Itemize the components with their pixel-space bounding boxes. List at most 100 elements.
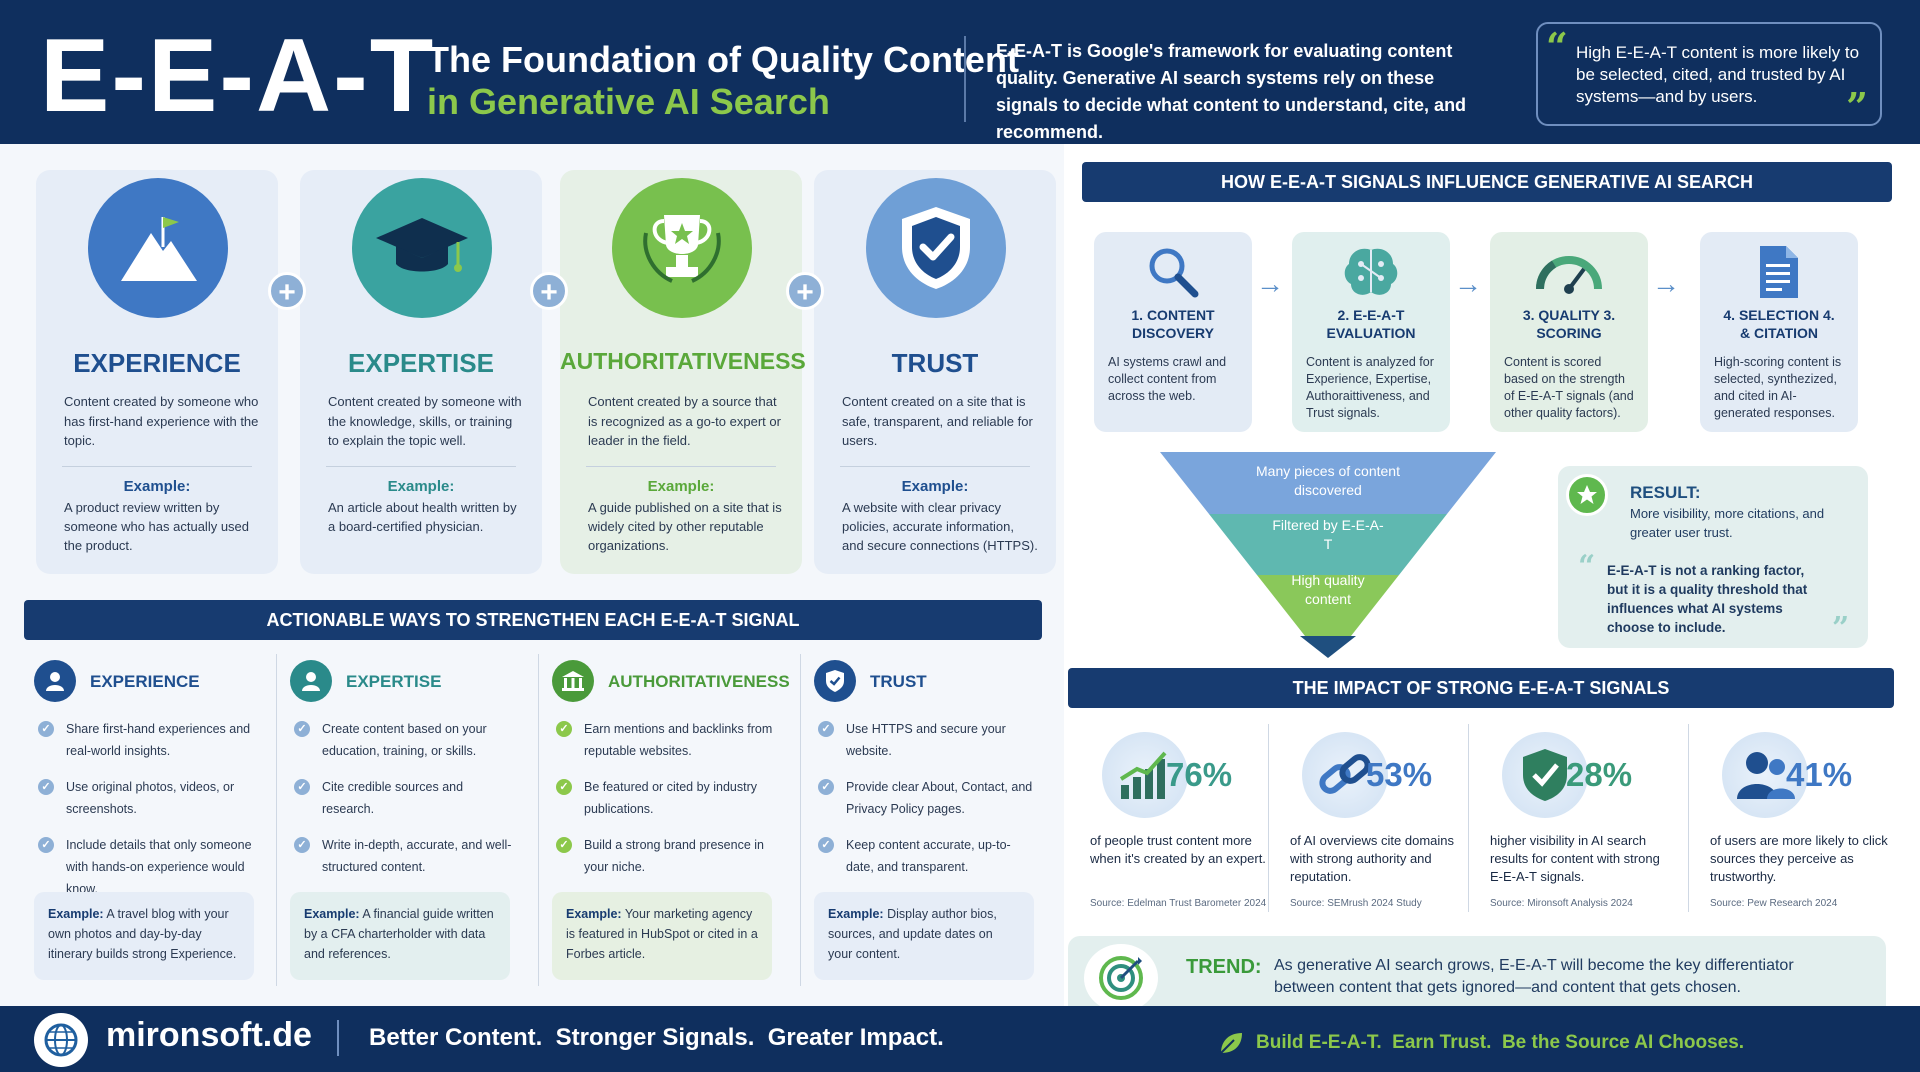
pillar-title: TRUST bbox=[891, 348, 979, 378]
actionable-item: ✓Provide clear About, Contact, and Priva… bbox=[818, 776, 1038, 820]
arrow-right-icon: → bbox=[1256, 268, 1284, 299]
how-step-title: 2. E-E-A-T EVALUATION bbox=[1326, 307, 1416, 341]
actionable-banner: ACTIONABLE WAYS TO STRENGTHEN EACH E-E-A… bbox=[24, 600, 1042, 640]
stat-percentage: 53% bbox=[1366, 756, 1433, 793]
check-icon: ✓ bbox=[556, 837, 572, 853]
result-label: RESULT: bbox=[1630, 483, 1701, 502]
how-step-card bbox=[1094, 232, 1252, 432]
check-icon: ✓ bbox=[556, 779, 572, 795]
check-icon: ✓ bbox=[294, 837, 310, 853]
how-step-title: 1. CONTENT DISCOVERY bbox=[1131, 307, 1215, 341]
actionable-item-text: Use original photos, videos, or screensh… bbox=[66, 780, 235, 816]
stat-percentage: 28% bbox=[1566, 756, 1633, 793]
brain-icon bbox=[1336, 240, 1406, 304]
stat-percentage: 41% bbox=[1786, 756, 1853, 793]
actionable-example-box: Example: Display author bios, sources, a… bbox=[814, 892, 1034, 980]
stat-source: Source: SEMrush 2024 Study bbox=[1290, 898, 1422, 909]
footer-right bbox=[1064, 1006, 1920, 1072]
funnel-diagram bbox=[1160, 452, 1496, 658]
user-icon bbox=[34, 660, 76, 702]
stat-source: Source: Pew Research 2024 bbox=[1710, 898, 1838, 909]
arrow-right-icon: → bbox=[1652, 268, 1680, 299]
how-step-description: Content is scored based on the strength … bbox=[1504, 355, 1634, 420]
actionable-item-text: Include details that only someone with h… bbox=[66, 838, 252, 896]
actionable-item: ✓Use original photos, videos, or screens… bbox=[38, 776, 258, 820]
link-icon bbox=[1302, 732, 1388, 818]
header-divider bbox=[964, 36, 966, 122]
pillar-divider bbox=[326, 466, 516, 467]
how-step-title: 4. SELECTION 4. & CITATION bbox=[1723, 307, 1835, 341]
brand-name[interactable]: mironsoft.de bbox=[106, 1016, 312, 1054]
column-divider bbox=[538, 654, 539, 986]
how-step-description: AI systems crawl and collect content fro… bbox=[1108, 355, 1227, 403]
leaf-icon bbox=[1218, 1030, 1242, 1054]
result-quote-close-icon: ” bbox=[1832, 611, 1850, 646]
result-quote-open-icon: “ bbox=[1578, 549, 1596, 584]
actionable-item-text: Be featured or cited by industry publica… bbox=[584, 780, 758, 816]
footer-left bbox=[0, 1006, 1064, 1072]
funnel-label-3: High quality content bbox=[1291, 572, 1365, 607]
actionable-item: ✓Include details that only someone with … bbox=[38, 834, 258, 900]
check-icon: ✓ bbox=[818, 721, 834, 737]
how-step-card bbox=[1490, 232, 1648, 432]
column-divider bbox=[276, 654, 277, 986]
pillar-description: Content created by someone who has first… bbox=[64, 394, 259, 448]
trophy-icon bbox=[612, 178, 752, 318]
actionable-example-label: Example: bbox=[566, 907, 622, 921]
check-icon: ✓ bbox=[556, 721, 572, 737]
how-step-description: High-scoring content is selected, synthe… bbox=[1714, 355, 1842, 420]
plus-icon: + bbox=[530, 272, 568, 310]
shield-check-icon bbox=[1502, 732, 1588, 818]
actionable-example-text: Display author bios, sources, and update… bbox=[828, 907, 997, 961]
result-text: More visibility, more citations, and gre… bbox=[1630, 506, 1825, 540]
actionable-item-text: Create content based on your education, … bbox=[322, 722, 487, 758]
pillar-title: EXPERIENCE bbox=[73, 348, 241, 378]
funnel-middle bbox=[1209, 514, 1447, 575]
actionable-item: ✓ Share first-hand experiences and real-w… bbox=[38, 718, 258, 762]
actionable-item: ✓ Use HTTPS and secure your website. bbox=[818, 718, 1038, 762]
actionable-example-text: A financial guide written by a CFA chart… bbox=[304, 907, 494, 961]
actionable-item-text: Provide clear About, Contact, and Privac… bbox=[846, 780, 1033, 816]
stat-divider bbox=[1688, 724, 1689, 912]
actionable-item-text: Use HTTPS and secure your website. bbox=[846, 722, 1006, 758]
actionable-item: ✓ Be featured or cited by industry public… bbox=[556, 776, 776, 820]
stat-description: higher visibility in AI search results f… bbox=[1490, 833, 1660, 884]
quote-open-icon: “ bbox=[1546, 24, 1568, 69]
stat-source: Source: Mironsoft Analysis 2024 bbox=[1490, 898, 1633, 909]
header-description: E-E-A-T is Google's framework for evalua… bbox=[996, 41, 1467, 142]
user-icon bbox=[290, 660, 332, 702]
actionable-item-text: Share first-hand experiences and real-wo… bbox=[66, 722, 251, 758]
building-icon bbox=[552, 660, 594, 702]
bar-chart-icon bbox=[1102, 732, 1188, 818]
funnel-top bbox=[1160, 452, 1496, 514]
check-icon: ✓ bbox=[38, 721, 54, 737]
actionable-example-label: Example: bbox=[828, 907, 884, 921]
footer-divider bbox=[337, 1020, 339, 1056]
trend-text: As generative AI search grows, E-E-A-T w… bbox=[1274, 957, 1794, 996]
header-quote-box: “ High E-E-A-T content is more likely to… bbox=[1536, 22, 1882, 126]
impact-banner: THE IMPACT OF STRONG E-E-A-T SIGNALS bbox=[1068, 668, 1894, 708]
actionable-item-text: Keep content accurate, up-to-date, and t… bbox=[846, 838, 1011, 874]
pillar-example: A product review written by someone who … bbox=[64, 500, 250, 553]
shield-check-icon bbox=[866, 178, 1006, 318]
funnel-bottom bbox=[1257, 575, 1399, 636]
graduation-cap-icon bbox=[352, 178, 492, 318]
pillar-example-label: Example: bbox=[647, 478, 715, 495]
pillar-example: An article about health written by a boa… bbox=[328, 500, 517, 534]
pillar-divider bbox=[586, 466, 776, 467]
actionable-item: ✓Earn mentions and backlinks from reputa… bbox=[556, 718, 776, 762]
pillar-example-label: Example: bbox=[387, 478, 455, 495]
actionable-item-text: Write in-depth, accurate, and well-struc… bbox=[322, 838, 512, 874]
stat-description: of AI overviews cite domains with strong… bbox=[1290, 833, 1455, 884]
star-icon bbox=[1566, 474, 1608, 516]
magnifier-icon bbox=[1138, 240, 1208, 304]
how-step-title: 3. QUALITY 3. SCORING bbox=[1522, 307, 1616, 341]
actionable-example-text: Your marketing agency is featured in Hub… bbox=[566, 907, 758, 961]
actionable-item: ✓Cite credible sources and research. bbox=[294, 776, 514, 820]
trend-label: TREND: bbox=[1186, 956, 1262, 978]
title-line-1: The Foundation of Quality Content bbox=[427, 39, 1019, 80]
actionable-item-text: Build a strong brand presence in your ni… bbox=[584, 838, 764, 874]
column-divider bbox=[800, 654, 801, 986]
actionable-item: ✓Keep content accurate, up-to-date, and … bbox=[818, 834, 1038, 878]
funnel-tip bbox=[1300, 636, 1356, 658]
